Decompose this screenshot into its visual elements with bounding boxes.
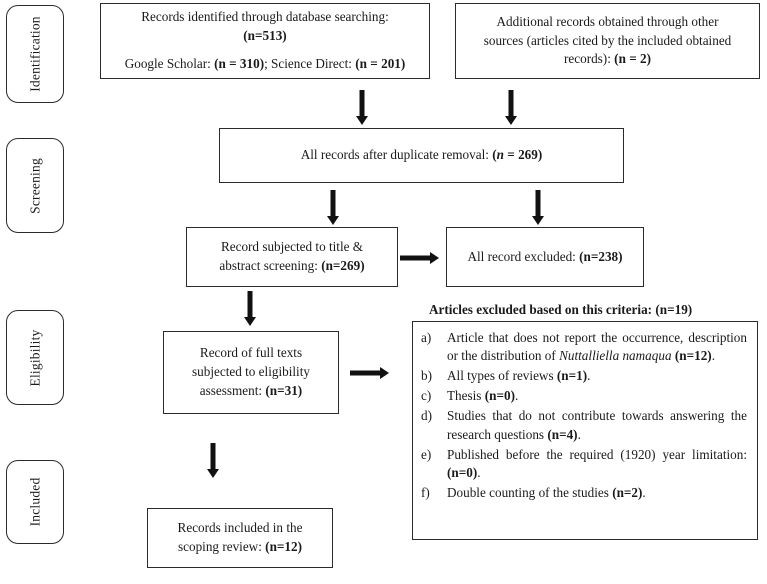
stage-label-included: Included [6, 460, 64, 544]
duplicate-removal-n-symbol: n [496, 147, 504, 163]
criteria-item-text: All types of reviews (n=1). [447, 367, 747, 385]
box-other-sources: Additional records obtained through othe… [455, 3, 760, 79]
criteria-item-text: Article that does not report the occurre… [447, 329, 747, 366]
other-sources-line2: sources (articles cited by the included … [483, 32, 732, 48]
criteria-list-item: f) Double counting of the studies (n=2). [421, 484, 747, 502]
full-text-eligibility-label: assessment: [199, 382, 266, 398]
full-text-eligibility-line3: assessment: (n=31) [171, 382, 331, 401]
duplicate-removal-label: All records after duplicate removal: [300, 147, 493, 163]
criteria-list-item: e) Published before the required (1920) … [421, 446, 747, 483]
title-abstract-screening-label: abstract screening: [219, 258, 322, 273]
criteria-item-part: Double counting of the studies [447, 485, 613, 501]
stage-label-eligibility: Eligibility [6, 310, 64, 405]
criteria-item-count: (n=1) [556, 368, 588, 384]
title-abstract-screening-count: (n=269) [321, 258, 365, 273]
stage-label-identification-text: Identification [27, 16, 43, 92]
database-search-source1-count: (n = 310) [214, 55, 265, 71]
criteria-heading-label: Articles excluded based on this criteria… [429, 302, 656, 317]
box-records-included: Records included in the scoping review: … [147, 508, 333, 568]
title-abstract-screening-line1: Record subjected to title & [220, 239, 364, 255]
stage-label-included-text: Included [27, 477, 43, 527]
criteria-item-part: . [587, 368, 591, 384]
criteria-list-item: a) Article that does not report the occu… [421, 329, 747, 366]
records-included-label: scoping review: [178, 539, 266, 554]
criteria-item-part: . [477, 465, 481, 481]
duplicate-removal-text: All records after duplicate removal: (n … [300, 147, 543, 163]
criteria-item-marker: c) [421, 388, 432, 404]
criteria-item-part: . [711, 348, 715, 364]
stage-label-screening: Screening [6, 138, 64, 233]
other-sources-count: (n = 2) [614, 51, 651, 67]
stage-label-eligibility-text: Eligibility [27, 329, 43, 386]
criteria-item-part: . [514, 388, 519, 404]
other-sources-line1: Additional records obtained through othe… [496, 13, 719, 29]
other-sources-line3-label: records): [564, 51, 615, 67]
criteria-item-count: (n=2) [612, 485, 643, 501]
criteria-item-marker: f) [421, 485, 430, 501]
criteria-item-part: All types of reviews [447, 368, 557, 384]
criteria-item-part: Article that does not report the occurre… [447, 330, 747, 364]
criteria-list-item: b) All types of reviews (n=1). [421, 367, 747, 385]
database-search-separator: ; Science Direct: [264, 55, 356, 71]
stage-label-screening-text: Screening [27, 157, 43, 214]
criteria-list-item: c) Thesis (n=0). [421, 387, 747, 405]
criteria-item-text: Published before the required (1920) yea… [447, 446, 747, 483]
criteria-item-part: Studies that do not contribute towards a… [447, 408, 747, 442]
criteria-item-count: (n=4) [547, 426, 578, 442]
records-included-line1: Records included in the [177, 520, 303, 536]
criteria-item-marker: a) [421, 330, 432, 345]
criteria-list-item: d) Studies that do not contribute toward… [421, 407, 747, 444]
criteria-item-part: . [642, 485, 646, 501]
box-title-abstract-screening: Record subjected to title & abstract scr… [186, 227, 398, 287]
criteria-item-marker: e) [421, 446, 432, 462]
other-sources-line3: records): (n = 2) [463, 50, 752, 69]
box-full-text-eligibility: Record of full texts subjected to eligib… [163, 331, 339, 414]
criteria-item-part: Thesis [447, 388, 485, 404]
criteria-item-part: Published before the required (1920) yea… [447, 446, 747, 462]
duplicate-removal-count: = 269) [503, 147, 543, 163]
records-included-count: (n=12) [265, 539, 302, 554]
box-database-search: Records identified through database sear… [100, 3, 430, 79]
criteria-item-marker: b) [421, 368, 432, 384]
database-search-line1: Records identified through database sear… [141, 9, 389, 25]
criteria-heading-count: (n=19) [655, 302, 693, 317]
criteria-item-marker: d) [421, 408, 432, 424]
criteria-item-text: Thesis (n=0). [447, 387, 747, 405]
records-excluded-label: All record excluded: [467, 248, 580, 264]
database-search-source2-count: (n = 201) [355, 55, 406, 71]
criteria-item-species: Nuttalliella namaqua [559, 348, 672, 364]
full-text-eligibility-line1: Record of full texts [199, 345, 303, 361]
criteria-item-part: . [577, 426, 581, 442]
criteria-item-count: (n=0) [484, 388, 515, 404]
box-records-excluded: All record excluded: (n=238) [446, 227, 644, 287]
title-abstract-screening-line2: abstract screening: (n=269) [194, 257, 390, 276]
full-text-eligibility-line2: subjected to eligibility [192, 364, 310, 380]
criteria-item-text: Studies that do not contribute towards a… [447, 407, 747, 444]
criteria-item-text: Double counting of the studies (n=2). [447, 484, 747, 502]
records-excluded-text: All record excluded: (n=238) [454, 248, 636, 267]
criteria-list-box: a) Article that does not report the occu… [412, 321, 758, 540]
database-search-source1-label: Google Scholar: [124, 55, 215, 71]
criteria-item-count: (n=0) [447, 465, 478, 481]
database-search-line3: Google Scholar: (n = 310); Science Direc… [108, 55, 422, 74]
box-duplicate-removal: All records after duplicate removal: (n … [219, 128, 624, 183]
full-text-eligibility-count: (n=31) [265, 382, 303, 398]
records-excluded-count: (n=238) [579, 248, 623, 264]
database-search-total-count: (n=513) [243, 28, 287, 44]
records-included-line2: scoping review: (n=12) [155, 538, 325, 557]
criteria-heading: Articles excluded based on this criteria… [429, 302, 692, 318]
criteria-item-count: (n=12) [674, 348, 712, 364]
stage-label-identification: Identification [6, 5, 64, 103]
